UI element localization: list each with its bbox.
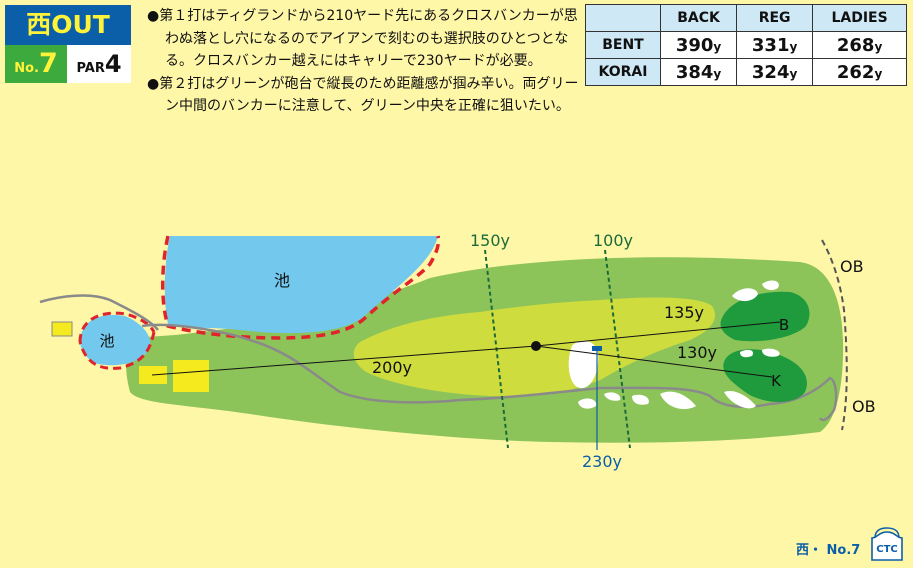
yardage-cell: 324y [736,58,814,86]
hole-number: No.7 [5,45,67,83]
tee-box-small [51,321,73,337]
shot-line-to-b [535,321,781,347]
yardage-row-korai: KORAI 384y 324y 262y [585,58,907,86]
yardage-row-label: BENT [585,31,661,59]
yardage-header-blank [585,4,661,32]
label-130y: 130y [677,343,717,362]
cart-path-main [141,323,838,422]
yardage-cell: 384y [659,58,738,86]
yardage-table: BACK REG LADIES BENT 390y 331y 268y KORA… [585,4,907,86]
landing-point [531,341,541,351]
description-paragraph-1: ●第１打はティグランドから210ヤード先にあるクロスバンカーが思わぬ落とし穴にな… [147,8,578,69]
label-100y: 100y [593,231,633,250]
tee-box-back [173,360,209,392]
yardage-header-reg: REG [736,4,814,32]
course-name: 西OUT [5,5,131,45]
ob-label-top: OB [840,257,864,276]
small-pond-hazard-line [78,311,156,370]
fairway-left-tip [429,318,475,340]
hole-description: ●第１打はティグランドから210ヤード先にあるクロスバンカーが思わぬ落とし穴にな… [147,5,587,118]
bunkers [568,280,780,410]
yardage-cell: 390y [659,31,738,59]
hole-number-prefix: No. [14,61,39,76]
label-135y: 135y [664,303,704,322]
small-pond [80,315,151,366]
yardage-header-ladies: LADIES [812,4,907,32]
description-paragraph-2: ●第２打はグリーンが砲台で縦長のため距離感が掴み辛い。両グリーン中間のバンカーに… [147,75,579,115]
bullet-icon: ● [147,75,160,92]
shot-line-tee [151,345,537,376]
hole-badge: 西OUT No.7 PAR4 [5,5,131,83]
cart-path-top [39,294,159,331]
pond-label: 池 [274,271,290,290]
green-b [720,291,810,342]
par-prefix: PAR [76,61,105,76]
footer-caption: 西・ No.7 [796,543,861,558]
par-value: 4 [104,50,122,78]
label-150y: 150y [470,231,510,250]
label-230y: 230y [582,452,622,471]
yardage-row-label: KORAI [585,58,661,86]
big-pond [164,236,438,334]
line-100y [604,249,631,449]
green-b-label: B [779,316,789,334]
ob-line-right [821,239,848,431]
yardage-header-row: BACK REG LADIES [585,4,907,32]
marker-230y [592,346,602,351]
yardage-header-back: BACK [659,4,738,32]
small-pond-label: 池 [99,332,114,350]
green-k-label: K [771,372,782,390]
logo-text: CTC [876,544,898,555]
ob-label-bottom: OB [852,397,876,416]
big-pond-hazard-line [161,235,441,340]
shot-line-to-k [535,345,773,378]
club-logo-icon: CTC [871,527,903,561]
yardage-row-bent: BENT 390y 331y 268y [585,31,907,59]
hole-number-value: 7 [38,48,58,79]
yardage-cell: 268y [812,31,907,59]
hole-par: PAR4 [67,45,131,83]
label-200y: 200y [372,358,412,377]
bullet-icon: ● [147,8,160,24]
yardage-cell: 262y [812,58,907,86]
